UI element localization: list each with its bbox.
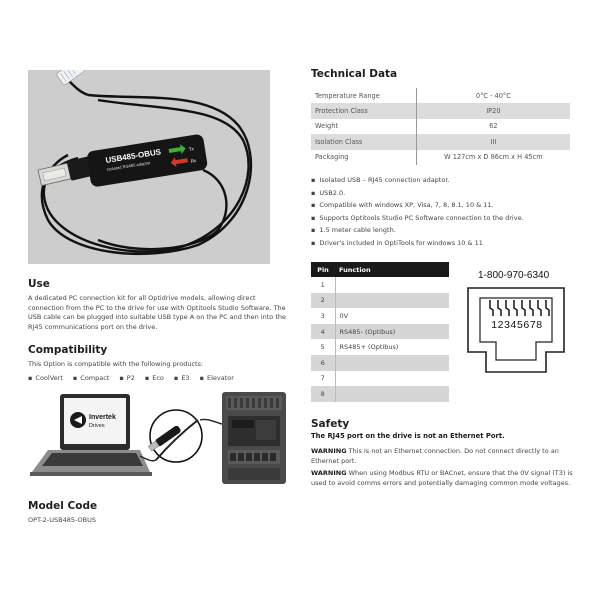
model-code-heading: Model Code (28, 500, 98, 512)
spec-value: 0°C - 40°C (415, 88, 570, 104)
technical-data-heading: Technical Data (311, 68, 398, 80)
pin-function (334, 370, 449, 387)
feature-item: USB2.0. (311, 187, 524, 200)
product-item: P2 (119, 374, 135, 382)
safety-warning-1: WARNING This is not an Ethernet connecti… (311, 447, 573, 466)
warning-label: WARNING (311, 469, 347, 477)
spec-row: Weight 62 (311, 118, 570, 135)
spec-value: 62 (415, 118, 570, 135)
product-item: Compact (73, 374, 109, 382)
compatibility-description: This Option is compatible with the follo… (28, 360, 204, 368)
spec-value: III (415, 134, 570, 150)
technical-data-table: Temperature Range 0°C - 40°C Protection C… (311, 88, 570, 165)
screen-brand-text: Invertek (89, 414, 116, 421)
pin-number: 4 (311, 323, 335, 340)
setup-photo: Invertek Drives (30, 392, 286, 484)
screen-brand-text-2: Drives (89, 423, 105, 429)
product-item: CoolVert (28, 374, 62, 382)
pin-function: RS485+ (Optibus) (334, 339, 449, 355)
phone-number: 1-800-970-6340 (478, 270, 550, 281)
safety-heading: Safety (311, 418, 350, 430)
rj45-pin-numbers: 12345678 (491, 319, 543, 331)
tx-label: Tx (188, 146, 194, 152)
pin-row: 7 (311, 370, 449, 387)
pin-number: 3 (311, 308, 335, 324)
pin-function (334, 386, 449, 402)
use-description: A dedicated PC connection kit for all Op… (28, 294, 287, 331)
spec-row: Packaging W 127cm x D 86cm x H 45cm (311, 149, 570, 165)
spec-label: Temperature Range (315, 91, 380, 100)
feature-item: 1.5 meter cable length. (311, 224, 524, 237)
pin-function (334, 292, 449, 309)
pin-number: 7 (311, 370, 335, 387)
feature-item: Isolated USB – RJ45 connection adaptor. (311, 174, 524, 187)
warning-label: WARNING (311, 447, 347, 455)
rx-arrow-icon (170, 157, 188, 168)
spec-value: IP20 (415, 103, 570, 119)
pin-row: 1 (311, 277, 449, 293)
pin-number: 2 (311, 292, 335, 309)
spec-value: W 127cm x D 86cm x H 45cm (415, 149, 570, 165)
warning-text: This is not an Ethernet connection. Do n… (311, 447, 559, 465)
pin-row: 2 (311, 292, 449, 309)
pin-number: 5 (311, 339, 335, 355)
product-item: Elevator (200, 374, 234, 382)
feature-item: Supports Optitools Studio PC Software co… (311, 212, 523, 225)
pin-function (334, 354, 449, 371)
adaptor-sublabel: Isolated RS485 adaptor (107, 160, 152, 172)
pin-row: 6 (311, 354, 449, 371)
pin-number: 6 (311, 354, 335, 371)
pin-function (334, 277, 449, 293)
cable-product-photo: USB485-OBUS Isolated RS485 adaptor Tx Rx (28, 70, 270, 264)
use-heading: Use (28, 278, 50, 290)
rj45-pinout-diagram: 12345678 (467, 287, 565, 373)
pin-function: RS485- (Optibus) (334, 323, 449, 340)
product-item: Eco (145, 374, 164, 382)
spec-label: Packaging (315, 153, 349, 162)
compatibility-heading: Compatibility (28, 344, 108, 356)
model-code-value: OPT-2-USB485-OBUS (28, 516, 96, 524)
pin-column-header: Pin (311, 262, 335, 277)
spec-row: Temperature Range 0°C - 40°C (311, 88, 570, 104)
spec-label: Isolation Class (311, 134, 417, 150)
function-column-header: Function (335, 262, 449, 277)
rx-label: Rx (190, 158, 197, 164)
warning-text: When using Modbus RTU or BACnet, ensure … (311, 469, 573, 487)
pin-number: 8 (311, 386, 335, 402)
feature-item: Compatible with windows XP, Visa, 7, 8, … (311, 199, 524, 212)
tx-arrow-icon (168, 144, 186, 155)
spec-label: Weight (315, 122, 338, 131)
feature-item: Driver's included in OptiTools for windo… (311, 237, 524, 250)
spec-label: Protection Class (311, 103, 417, 119)
product-list: CoolVert Compact P2 Eco E3 Elevator (28, 374, 244, 382)
safety-warning-2: WARNING When using Modbus RTU or BACnet,… (311, 469, 573, 488)
feature-list: Isolated USB – RJ45 connection adaptor. … (311, 174, 524, 250)
pin-row: 8 (311, 386, 449, 402)
product-item: E3 (174, 374, 189, 382)
safety-subheading: The RJ45 port on the drive is not an Eth… (311, 432, 505, 440)
pin-function: 0V (334, 308, 449, 324)
pin-number: 1 (311, 277, 335, 293)
